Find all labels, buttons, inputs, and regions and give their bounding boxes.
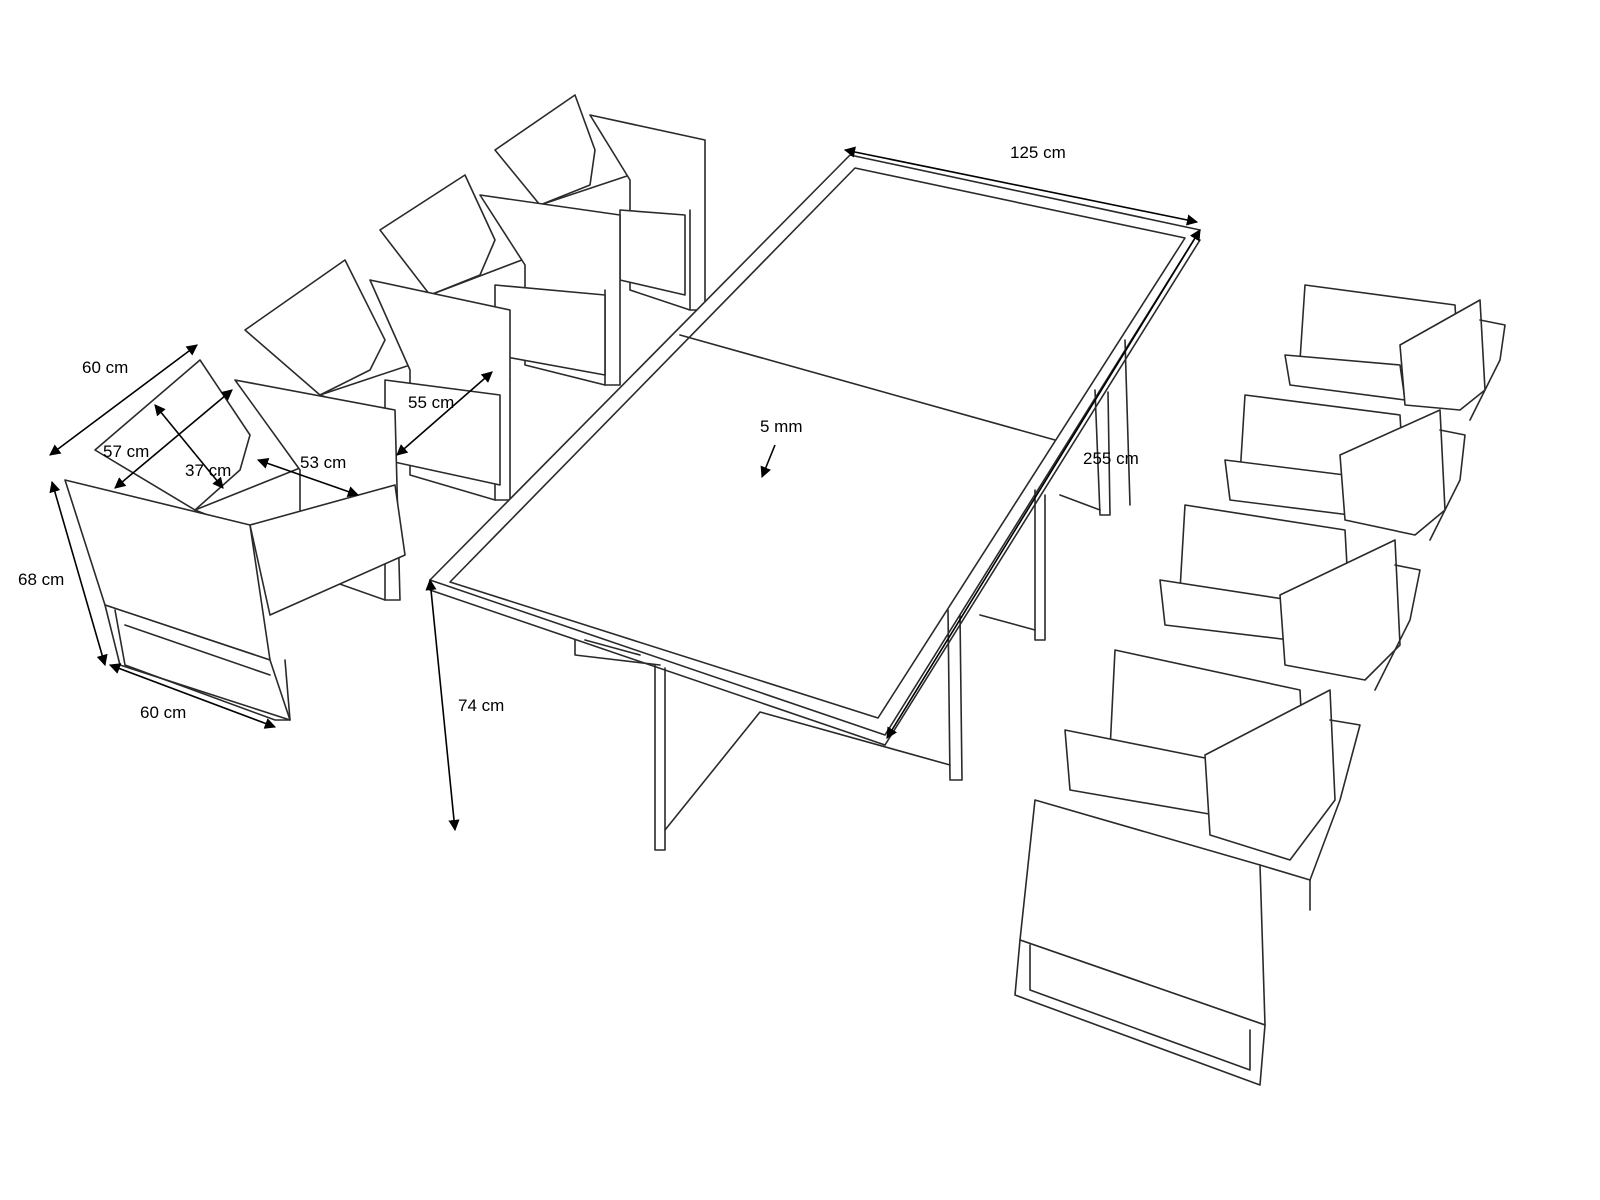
dimension-labels: 125 cm 5 mm 255 cm 74 cm 60 cm 68 cm 60 …: [18, 143, 1139, 722]
label-chair-width: 60 cm: [140, 703, 186, 722]
dim-arrow-table-width: [843, 146, 1199, 226]
label-chair-height: 68 cm: [18, 570, 64, 589]
label-set-length: 255 cm: [1083, 449, 1139, 468]
dim-arrow-seat-height: [154, 404, 224, 489]
label-table-width: 125 cm: [1010, 143, 1066, 162]
label-seat-height: 37 cm: [185, 461, 231, 480]
dim-arrow-seat-width: [256, 458, 360, 497]
label-seat-depth: 57 cm: [103, 442, 149, 461]
right-chair-1: [1014, 649, 1361, 1086]
dim-arrow-chair-width: [108, 663, 277, 729]
label-chair-depth: 60 cm: [82, 358, 128, 377]
right-chair-4: [1284, 284, 1506, 421]
dim-arrow-glass-thickness: [760, 444, 776, 479]
dimension-lines: [49, 146, 1201, 832]
label-glass-thickness: 5 mm: [760, 417, 803, 436]
right-chair-3: [1224, 394, 1466, 541]
label-seat-width: 53 cm: [300, 453, 346, 472]
left-chair-1: [64, 359, 406, 721]
dim-arrow-table-height: [425, 578, 460, 832]
right-chair-2: [1159, 504, 1421, 691]
label-table-height: 74 cm: [458, 696, 504, 715]
dim-arrow-chair-height: [49, 480, 108, 667]
dim-arrow-set-length: [886, 229, 1201, 739]
label-armrest-length: 55 cm: [408, 393, 454, 412]
dim-arrow-armrest-length: [396, 371, 493, 456]
